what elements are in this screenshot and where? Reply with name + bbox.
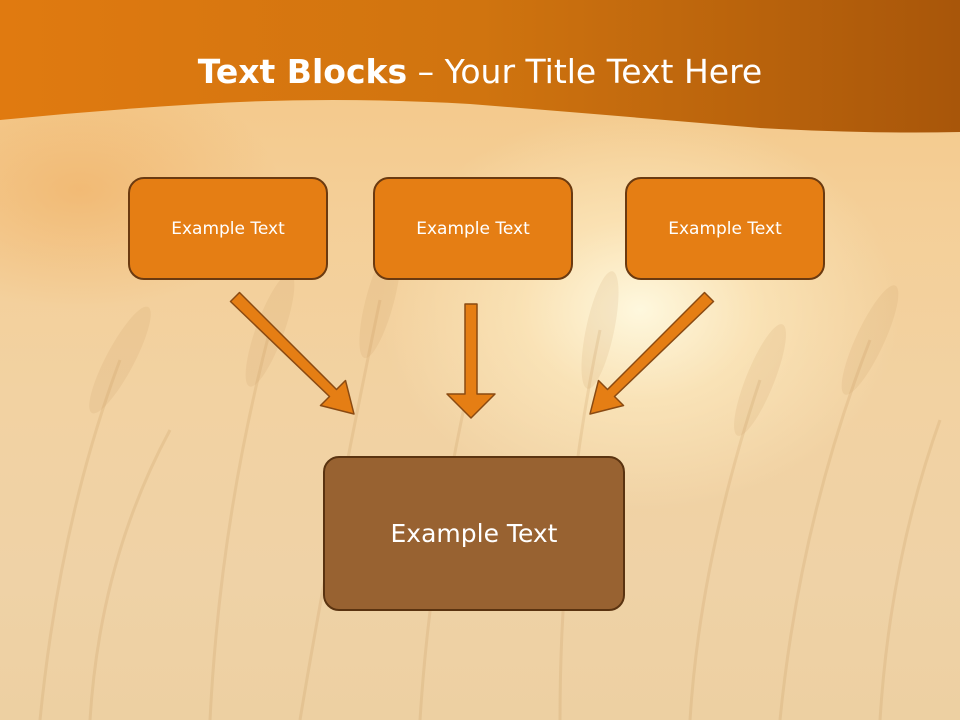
text-block-1-label: Example Text [171, 218, 285, 239]
text-block-1[interactable]: Example Text [128, 177, 328, 280]
arrow-middle-down [446, 303, 496, 419]
title-rest: Your Title Text Here [444, 52, 763, 91]
result-block-label: Example Text [390, 519, 558, 548]
title-bold-part: Text Blocks [197, 52, 408, 91]
text-block-2-label: Example Text [416, 218, 530, 239]
text-block-3[interactable]: Example Text [625, 177, 825, 280]
arrow-left-to-center [229, 291, 355, 415]
slide-title: Text Blocks – Your Title Text Here [0, 52, 960, 91]
text-block-3-label: Example Text [668, 218, 782, 239]
arrow-right-to-center [589, 291, 715, 415]
result-block[interactable]: Example Text [323, 456, 625, 611]
title-dash: – [407, 52, 445, 91]
text-block-2[interactable]: Example Text [373, 177, 573, 280]
header-band [0, 0, 960, 133]
